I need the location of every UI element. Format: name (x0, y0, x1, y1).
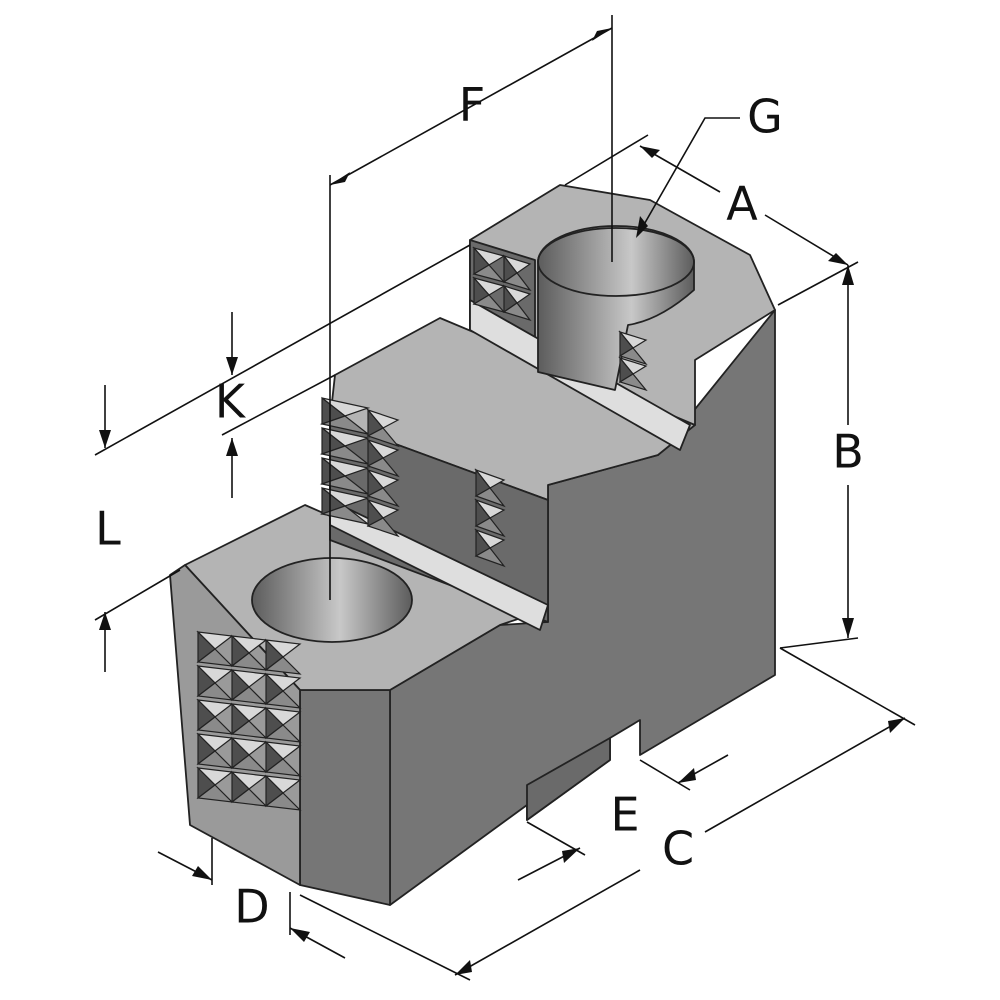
dimension-labels: F G A B K L E C D (95, 78, 864, 934)
serration-tooth (472, 246, 506, 284)
serration-tooth (264, 774, 302, 811)
serration-tooth (474, 468, 506, 508)
serration-tooth (366, 498, 400, 538)
upper-hole-rim (537, 227, 695, 297)
serration-tooth (196, 732, 234, 769)
serration-tooth (502, 284, 532, 322)
serration-tooth (230, 702, 268, 739)
serration-tooth (366, 408, 400, 448)
serration-tooth (472, 276, 506, 314)
dimension-lines (94, 15, 916, 981)
serration-tooth (230, 634, 268, 671)
lower-front-face (299, 689, 391, 906)
serration-tooth (366, 438, 400, 478)
serration-tooth (618, 356, 648, 392)
serration-tooth (264, 672, 302, 709)
bottom-slot-front (526, 737, 611, 821)
serration-tooth (196, 630, 234, 667)
serration-tooth (196, 698, 234, 735)
label-B: B (832, 425, 864, 479)
serration-tooth (502, 254, 532, 292)
label-A: A (726, 177, 758, 231)
serration-tooth (230, 736, 268, 773)
serration-tooth (264, 706, 302, 743)
serration-tooth (319, 396, 371, 435)
label-D: D (234, 880, 269, 934)
label-F: F (459, 78, 485, 132)
label-K: K (215, 375, 247, 429)
upper-counterbore-hole (537, 225, 695, 391)
label-C: C (662, 822, 694, 876)
serration-tooth (474, 528, 506, 568)
serration-tooth (618, 330, 648, 366)
serration-tooth (319, 426, 371, 465)
serration-tooth (196, 766, 234, 803)
serration-tooth (264, 740, 302, 777)
lower-counterbore-hole (251, 557, 413, 643)
serration-tooth (319, 486, 371, 525)
serration-teeth (196, 246, 648, 811)
serration-tooth (319, 456, 371, 495)
serration-tooth (366, 468, 400, 508)
lower-hole-rim (251, 557, 413, 643)
serration-tooth (230, 770, 268, 807)
serration-tooth (230, 668, 268, 705)
label-E: E (610, 788, 639, 842)
bolt-holes (251, 225, 695, 643)
label-L: L (95, 502, 121, 556)
serration-tooth (196, 664, 234, 701)
serration-tooth (264, 638, 302, 675)
label-G: G (747, 90, 783, 144)
serration-tooth (474, 498, 506, 538)
